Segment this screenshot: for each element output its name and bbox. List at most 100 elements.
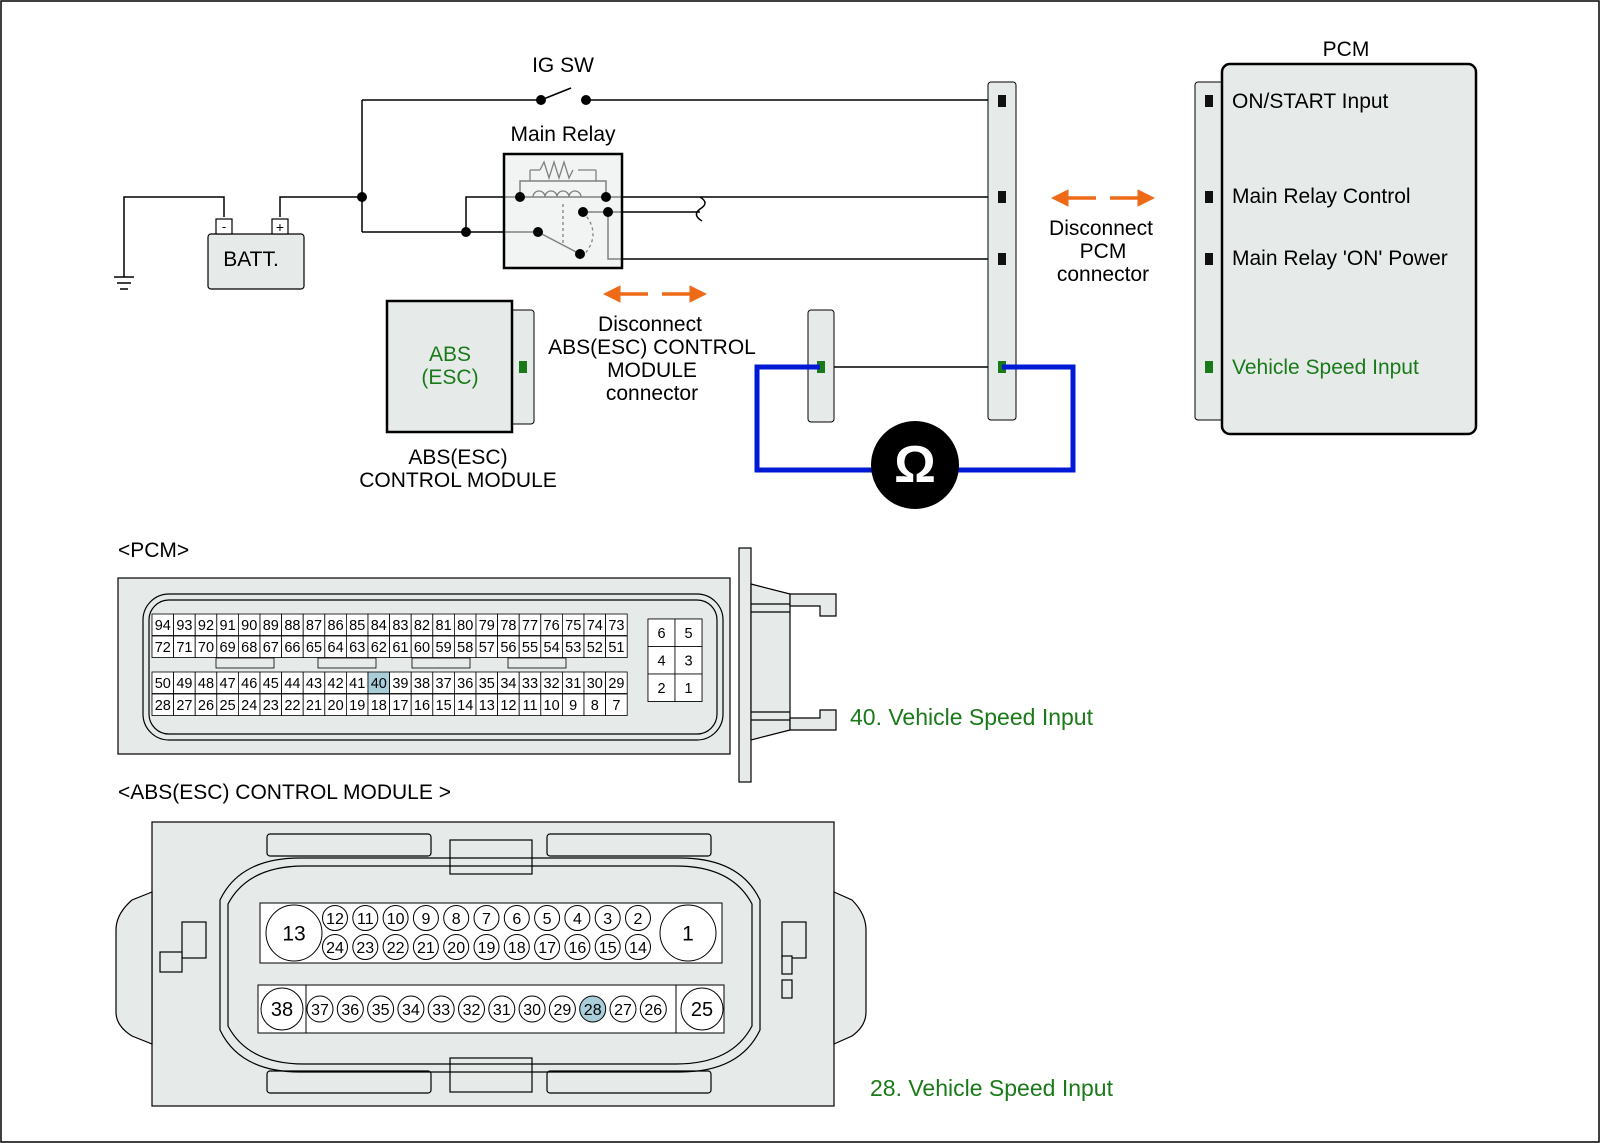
pcm-pin-number: 11 — [522, 698, 537, 714]
abs-pin — [382, 905, 409, 931]
abs-pin-number: 7 — [482, 911, 491, 928]
pcm-pin-number: 38 — [414, 676, 430, 692]
pcm-pin-number: 86 — [328, 618, 344, 634]
abs-pin — [412, 905, 439, 931]
pcm-pin-number: 33 — [522, 676, 538, 692]
abs-pin — [680, 987, 724, 1031]
pcm-side-pin-cell — [674, 673, 703, 702]
abs-pin-number: 9 — [421, 911, 430, 928]
pcm-pin-number: 23 — [263, 698, 279, 714]
pcm-pin-cell — [605, 693, 628, 716]
pcm-key-slot — [507, 657, 567, 669]
pcm-pin-number: 8 — [591, 698, 599, 714]
pcm-key-slot — [317, 657, 377, 669]
pcm-pin-number: 72 — [155, 640, 171, 656]
pcm-pin-on-start: ON/START Input — [1232, 90, 1389, 113]
pcm-pin-number: 81 — [436, 618, 452, 634]
abs-pin — [367, 995, 395, 1023]
pcm-pin-number: 85 — [349, 618, 365, 634]
abs-pin — [260, 987, 304, 1031]
abs-pin — [564, 934, 591, 960]
pcm-pin-number: 28 — [155, 698, 171, 714]
ohmmeter-leads — [754, 364, 1076, 473]
abs-pin-number: 23 — [356, 940, 374, 957]
abs-pin — [443, 905, 470, 931]
abs-harness-pin — [817, 361, 825, 373]
pcm-pin-number: 52 — [587, 640, 603, 656]
pcm-pin-number: 50 — [155, 676, 171, 692]
abs-pin — [322, 934, 348, 960]
disconnect-pcm-line2: PCM — [1080, 240, 1127, 263]
abs-pin — [548, 995, 576, 1023]
abs-box-label-line1: ABS — [429, 343, 471, 366]
abs-pin-number: 16 — [569, 940, 587, 957]
pcm-pin-main-relay-control: Main Relay Control — [1232, 185, 1411, 208]
pcm-pin-number: 92 — [198, 618, 214, 634]
pcm-connector-callout: 40. Vehicle Speed Input — [850, 704, 1094, 730]
disconnect-abs-line3: MODULE — [607, 359, 697, 382]
abs-pin-number: 4 — [573, 911, 582, 928]
pcm-pin-number: 17 — [392, 698, 408, 714]
pcm-pin-number: 41 — [349, 676, 365, 692]
pcm-side-pin-number: 5 — [684, 626, 692, 642]
abs-box-label-line2: (ESC) — [421, 366, 478, 389]
abs-pin — [265, 904, 323, 962]
pcm-pin-number: 93 — [176, 618, 192, 634]
pcm-pin-number: 9 — [569, 698, 577, 714]
abs-pin-number: 29 — [554, 1002, 572, 1019]
ig-switch-blade — [540, 87, 572, 101]
pcm-pin-number: 54 — [544, 640, 560, 656]
abs-pin-number: 18 — [508, 940, 526, 957]
pcm-pin-number: 57 — [479, 640, 495, 656]
battery-plus-label: + — [276, 219, 284, 235]
abs-pin — [473, 934, 500, 960]
pcm-pin-number: 19 — [349, 698, 365, 714]
abs-pin — [534, 905, 561, 931]
abs-pin-number: 33 — [432, 1002, 450, 1019]
abs-pin-number: 30 — [523, 1002, 541, 1019]
abs-pin — [488, 995, 516, 1023]
pcm-pin-cell — [605, 613, 628, 636]
pcm-pin-number: 15 — [436, 698, 452, 714]
pcm-side-pin-cell — [647, 673, 676, 702]
abs-connector-callout: 28. Vehicle Speed Input — [870, 1075, 1114, 1101]
pcm-module-box — [1220, 62, 1478, 436]
pcm-pin-number: 22 — [284, 698, 300, 714]
abs-pin — [594, 905, 621, 931]
pcm-pin-number: 75 — [565, 618, 581, 634]
pcm-pin-number: 46 — [241, 676, 257, 692]
pcm-pin-number: 10 — [544, 698, 560, 714]
pcm-pin-number: 20 — [328, 698, 344, 714]
pcm-pin-number: 88 — [284, 618, 300, 634]
abs-pin-number: 28 — [584, 1002, 602, 1019]
pcm-pin-number: 24 — [241, 698, 257, 714]
pcm-pin-number: 42 — [328, 676, 344, 692]
abs-pin — [322, 905, 348, 931]
pcm-pin-number: 74 — [587, 618, 603, 634]
abs-pin — [352, 934, 379, 960]
abs-pin-number: 31 — [493, 1002, 511, 1019]
abs-pin-number: 34 — [402, 1002, 420, 1019]
abs-pin-number: 27 — [614, 1002, 632, 1019]
pcm-pin-number: 60 — [414, 640, 430, 656]
pcm-pin-number: 82 — [414, 618, 430, 634]
pcm-pin-number: 48 — [198, 676, 214, 692]
abs-pin — [609, 995, 637, 1023]
pcm-pin-number: 94 — [155, 618, 171, 634]
abs-big-pin-frame — [675, 984, 725, 1034]
pcm-pin-number: 61 — [392, 640, 408, 656]
pcm-pin-number: 55 — [522, 640, 538, 656]
abs-pin-number: 36 — [341, 1002, 359, 1019]
abs-module-box — [385, 299, 514, 434]
abs-pin — [625, 905, 651, 931]
pcm-pin-number: 16 — [414, 698, 430, 714]
pcm-pin-number: 69 — [220, 640, 236, 656]
pcm-pin-markers — [1205, 95, 1213, 373]
pcm-pin-number: 70 — [198, 640, 214, 656]
main-relay-box — [502, 152, 624, 270]
pcm-pin-number: 30 — [587, 676, 603, 692]
pcm-pin-number: 37 — [436, 676, 452, 692]
pcm-pin-number: 39 — [392, 676, 408, 692]
